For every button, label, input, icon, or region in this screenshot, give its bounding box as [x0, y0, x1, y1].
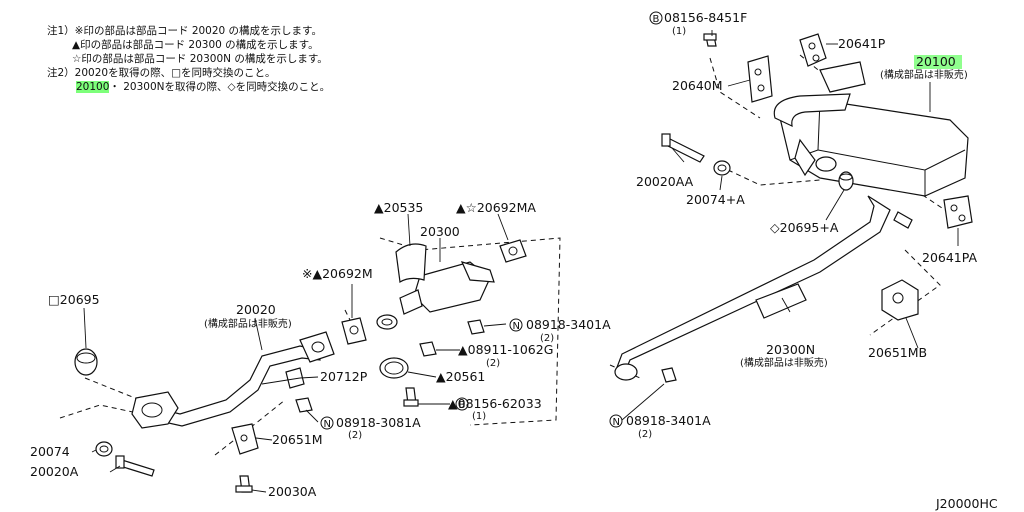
- front-pipe-20020[interactable]: [131, 331, 335, 429]
- hanger-20641PA[interactable]: [943, 195, 973, 229]
- label-08156-62033[interactable]: ▲08156-62033: [448, 396, 542, 411]
- note-line-1: 注1）※印の部品は部品コード 20020 の構成を示します。: [47, 25, 323, 37]
- gasket-20074A[interactable]: [713, 160, 731, 176]
- label-08911-1062G[interactable]: ▲08911-1062G: [458, 342, 553, 357]
- label-20651MB[interactable]: 20651MB: [868, 345, 927, 360]
- nut-08918-3401A-front[interactable]: [467, 319, 485, 335]
- label-20020A[interactable]: 20020A: [30, 464, 79, 479]
- note-line-5: 20100・ 20300Nを取得の際、◇を同時交換のこと。: [76, 80, 330, 95]
- label-20695[interactable]: □20695: [48, 292, 100, 307]
- note-line-3: ☆印の部品は部品コード 20300N の構成を示します。: [72, 53, 328, 65]
- catalytic-converter-20300[interactable]: [376, 261, 495, 330]
- label-20300N-note: (構成部品は非販売): [740, 356, 828, 369]
- label-20020-note: (構成部品は非販売): [204, 317, 292, 330]
- rear-hanger-20641P[interactable]: [799, 33, 827, 67]
- label-20020[interactable]: 20020: [236, 302, 276, 317]
- diagram-code: J20000HC: [935, 496, 998, 511]
- label-20535[interactable]: ▲20535: [374, 200, 423, 215]
- label-20692M[interactable]: ※▲20692M: [302, 266, 373, 281]
- label-20074A[interactable]: 20074+A: [686, 192, 745, 207]
- label-08918-3401A-front[interactable]: 08918-3401A: [526, 317, 611, 332]
- highlighted-part-code[interactable]: 20100: [76, 81, 110, 93]
- svg-text:N: N: [513, 321, 520, 332]
- label-20641PA[interactable]: 20641PA: [922, 250, 978, 265]
- label-20100-text[interactable]: 20100: [916, 54, 956, 69]
- label-20640M[interactable]: 20640M: [672, 78, 723, 93]
- label-08911-1062G-qty: (2): [486, 358, 500, 369]
- bracket-20712P[interactable]: [261, 367, 305, 389]
- label-08156-62033-qty: (1): [472, 411, 486, 422]
- svg-text:B: B: [459, 400, 466, 411]
- label-20030A[interactable]: 20030A: [268, 484, 317, 499]
- leader-lines: [83, 30, 959, 493]
- seal-20695A[interactable]: [838, 171, 854, 191]
- symbol-markers: B N N B N: [320, 11, 663, 430]
- nut-08918-3081A[interactable]: [295, 397, 313, 413]
- label-20641P[interactable]: 20641P: [838, 36, 886, 51]
- bolt-08156-8451F[interactable]: [703, 33, 717, 47]
- gasket-20692M[interactable]: [341, 317, 367, 345]
- label-20712P[interactable]: 20712P: [320, 369, 368, 384]
- sensor-20020AA[interactable]: [661, 133, 705, 163]
- bolt-08156-62033[interactable]: [403, 387, 419, 407]
- svg-text:N: N: [324, 419, 331, 430]
- center-pipe-20300N[interactable]: [614, 195, 913, 381]
- sensor-20020A[interactable]: [115, 455, 155, 477]
- label-20100-note: (構成部品は非販売): [880, 68, 968, 81]
- rear-muffler[interactable]: [773, 61, 969, 197]
- part-labels: 08156-8451F (1) 20641P 20100 (構成部品は非販売) …: [30, 10, 998, 511]
- label-20020AA[interactable]: 20020AA: [636, 174, 694, 189]
- svg-text:B: B: [653, 14, 660, 25]
- note-line-5-text: ・ 20300Nを取得の際、◇を同時交換のこと。: [109, 81, 331, 93]
- svg-text:N: N: [613, 417, 620, 428]
- hanger-20651M[interactable]: [231, 423, 259, 455]
- label-20300[interactable]: 20300: [420, 224, 460, 239]
- label-20074[interactable]: 20074: [30, 444, 70, 459]
- nut-08918-3401A-rear[interactable]: [661, 367, 677, 383]
- bolt-20030A[interactable]: [235, 475, 253, 493]
- label-20692MA[interactable]: ▲☆20692MA: [456, 200, 536, 215]
- label-20561[interactable]: ▲20561: [436, 369, 485, 384]
- heat-shield-20535[interactable]: [395, 243, 427, 283]
- gasket-20074[interactable]: [95, 441, 113, 457]
- label-08918-3401A-front-qty: (2): [540, 333, 554, 344]
- label-08918-3401A-rear[interactable]: 08918-3401A: [626, 413, 711, 428]
- hanger-20651MB[interactable]: [881, 279, 919, 321]
- clamp-20561[interactable]: [379, 357, 409, 379]
- note-line-4: 注2）20020を取得の際、□を同時交換のこと。: [47, 67, 276, 79]
- label-08156-8451F[interactable]: 08156-8451F: [664, 10, 747, 25]
- note-line-2: ▲印の部品は部品コード 20300 の構成を示します。: [72, 39, 319, 51]
- label-08156-8451F-qty: (1): [672, 26, 686, 37]
- gasket-20692MA[interactable]: [499, 239, 527, 263]
- label-08918-3081A-qty: (2): [348, 430, 362, 441]
- seal-20695[interactable]: [74, 348, 98, 376]
- label-20651M[interactable]: 20651M: [272, 432, 323, 447]
- label-20695A[interactable]: ◇20695+A: [770, 220, 839, 235]
- label-08918-3081A[interactable]: 08918-3081A: [336, 415, 421, 430]
- label-20300N[interactable]: 20300N: [766, 342, 815, 357]
- label-08918-3401A-rear-qty: (2): [638, 429, 652, 440]
- bracket-20640M[interactable]: [747, 55, 773, 103]
- nut-08911-1062G[interactable]: [419, 341, 437, 357]
